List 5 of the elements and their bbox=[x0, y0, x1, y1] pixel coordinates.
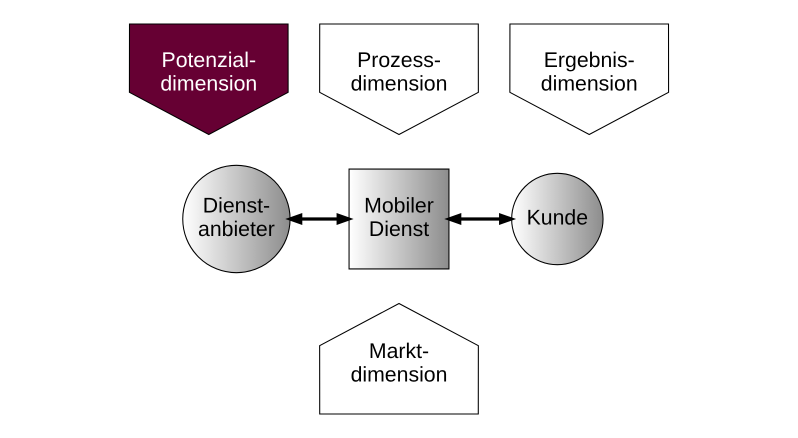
arrow bbox=[444, 213, 516, 225]
node-circle: Kunde bbox=[511, 172, 604, 266]
node-box: Mobiler Dienst bbox=[348, 168, 450, 270]
arrow bbox=[285, 213, 354, 225]
node-circle: Dienst- anbieter bbox=[182, 164, 291, 274]
